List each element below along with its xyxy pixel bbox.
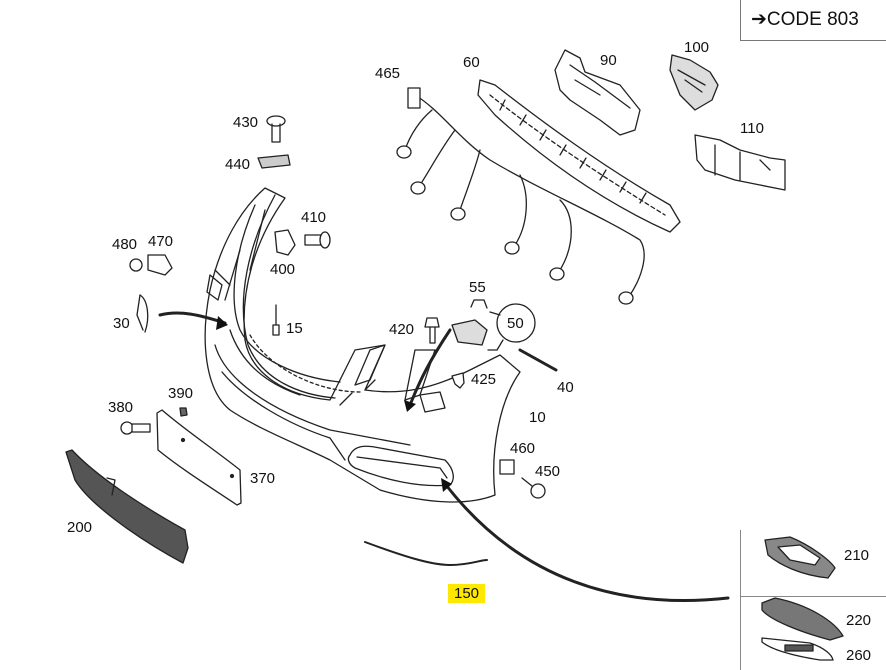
absorber-part-60 bbox=[478, 80, 680, 232]
bolt-part-450 bbox=[522, 478, 545, 498]
label-480: 480 bbox=[112, 236, 138, 253]
bracket-part-90 bbox=[555, 50, 640, 135]
label-380: 380 bbox=[108, 399, 134, 416]
label-420: 420 bbox=[389, 321, 415, 338]
bracket-part-55 bbox=[471, 300, 487, 308]
label-430: 430 bbox=[233, 114, 259, 131]
label-100: 100 bbox=[684, 39, 710, 56]
clip-part-440 bbox=[258, 155, 290, 168]
bolt-part-420 bbox=[425, 318, 439, 343]
label-40: 40 bbox=[557, 379, 574, 396]
label-15: 15 bbox=[286, 320, 303, 337]
label-90: 90 bbox=[600, 52, 617, 69]
label-210: 210 bbox=[844, 547, 870, 564]
label-110: 110 bbox=[740, 120, 764, 137]
label-50: 50 bbox=[507, 315, 524, 332]
trim-strip-part-150 bbox=[365, 542, 487, 565]
bracket-part-100 bbox=[670, 55, 718, 110]
nut-part-400 bbox=[275, 230, 295, 255]
label-30: 30 bbox=[113, 315, 130, 332]
code-803-box: ➔CODE 803 bbox=[740, 0, 886, 41]
label-150-highlighted: 150 bbox=[448, 584, 486, 603]
strip-part-40 bbox=[520, 350, 556, 370]
pin-part-15 bbox=[273, 305, 279, 335]
label-220: 220 bbox=[846, 612, 872, 629]
wiring-harness-part-465 bbox=[397, 88, 644, 304]
clip-part-460 bbox=[500, 460, 514, 474]
label-400: 400 bbox=[270, 261, 296, 278]
label-390: 390 bbox=[168, 385, 194, 402]
inset-trim-part-260 bbox=[762, 638, 833, 660]
bracket-part-110 bbox=[695, 135, 785, 190]
label-460: 460 bbox=[510, 440, 536, 457]
label-440: 440 bbox=[225, 156, 251, 173]
inset-divider bbox=[741, 596, 886, 597]
label-450: 450 bbox=[535, 463, 561, 480]
bumper-cover-part-10 bbox=[205, 188, 520, 502]
label-60: 60 bbox=[463, 54, 480, 71]
clip-part-30 bbox=[137, 295, 148, 332]
label-465: 465 bbox=[375, 65, 401, 82]
nut-part-390 bbox=[180, 408, 187, 416]
grille-part-200 bbox=[66, 450, 188, 563]
label-470: 470 bbox=[148, 233, 174, 250]
bumper-inner-detail bbox=[234, 205, 435, 400]
label-260: 260 bbox=[846, 647, 872, 664]
sensor-mount-part-50 bbox=[452, 304, 535, 350]
inset-grille-part-210 bbox=[765, 537, 835, 578]
label-370: 370 bbox=[250, 470, 276, 487]
code-803-label: ➔CODE 803 bbox=[751, 9, 859, 30]
label-10: 10 bbox=[529, 409, 546, 426]
label-410: 410 bbox=[301, 209, 327, 226]
label-55: 55 bbox=[469, 279, 486, 296]
bolt-part-410 bbox=[305, 232, 330, 248]
ring-part-480 bbox=[130, 259, 142, 271]
sensor-part-470 bbox=[148, 255, 172, 275]
right-arrow-icon: ➔ bbox=[751, 9, 767, 30]
inset-grille-part-220 bbox=[762, 598, 843, 640]
screw-part-380 bbox=[121, 422, 150, 434]
label-425: 425 bbox=[471, 371, 497, 388]
clip-part-425 bbox=[452, 373, 464, 388]
bolt-part-430 bbox=[267, 116, 285, 142]
inset-panel bbox=[740, 530, 886, 670]
plate-part-370 bbox=[157, 410, 241, 505]
label-200: 200 bbox=[67, 519, 93, 536]
